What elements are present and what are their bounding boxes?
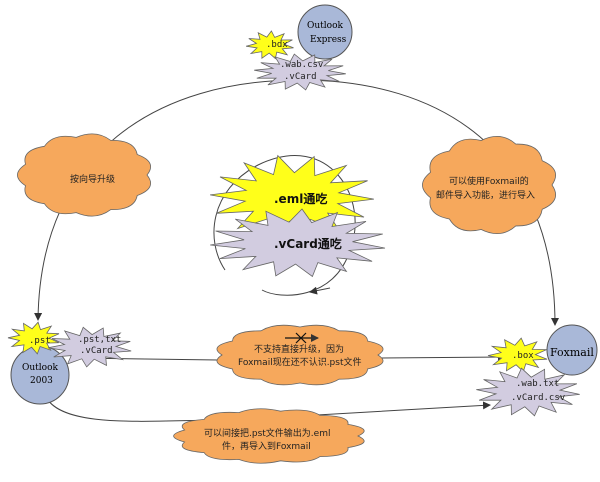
bursts — [7, 30, 580, 417]
arc-express-to-foxmail — [299, 79, 559, 326]
foxmail-title: Foxmail — [550, 346, 594, 359]
cloud-no-direct-2: Foxmail现在还不认识.pst文件 — [238, 356, 362, 368]
outlook-express-formats-2: .vCard — [284, 72, 317, 82]
outlook-express-burst-ext: .bdx — [266, 40, 288, 50]
outlook-express-circle — [297, 4, 353, 60]
burst-outlook-2003-formats — [47, 326, 132, 368]
outlook-express-title-2: Express — [310, 35, 347, 45]
burst-foxmail-box — [487, 337, 548, 373]
foxmail-circle — [546, 324, 598, 376]
outlook-2003-burst-ext: .pst — [29, 336, 51, 346]
burst-outlook-express-formats — [254, 53, 346, 91]
outlook-express-title-1: Outlook — [307, 21, 344, 31]
arc-express-to-2003 — [34, 79, 301, 321]
outlook-2003-title-1: Outlook — [22, 363, 59, 373]
cloud-export-eml-2: 件，再导入到Foxmail — [222, 440, 311, 452]
burst-outlook-express-bdx — [245, 30, 294, 60]
blocked-x-icon — [285, 332, 319, 344]
cloud-upgrade — [17, 133, 151, 217]
orbit-arrow — [309, 286, 331, 295]
foxmail-formats-2: .vCard.csv — [511, 393, 565, 403]
outlook-2003-formats-2: .vCard — [80, 346, 113, 356]
burst-center-vcard — [210, 208, 386, 278]
cloud-no-direct — [216, 324, 384, 386]
outlook-2003-title-2: 2003 — [30, 376, 53, 386]
center-eml-label: .eml通吃 — [274, 191, 327, 206]
outlook-express-formats-1: .wab.csv — [280, 60, 323, 70]
clouds — [17, 133, 556, 464]
burst-outlook-2003-pst — [7, 321, 60, 355]
cloud-foxmail-import — [422, 136, 556, 234]
cloud-export-eml-1: 可以间接把.pst文件输出为.eml — [204, 427, 330, 439]
cloud-export-eml — [173, 408, 365, 464]
burst-foxmail-formats — [476, 367, 580, 417]
foxmail-formats-1: .wab.txt — [516, 379, 559, 389]
cloud-upgrade-text: 按向导升级 — [70, 173, 115, 185]
foxmail-burst-ext: .box — [512, 351, 534, 361]
center-vcard-label: .vCard通吃 — [274, 236, 342, 251]
cloud-no-direct-1: 不支持直接升级，因为 — [254, 343, 344, 355]
cloud-foxmail-import-1: 可以使用Foxmail的 — [449, 175, 529, 187]
cloud-foxmail-import-2: 邮件导入功能，进行导入 — [436, 189, 535, 201]
outlook-2003-formats-1: .pst,txt — [78, 335, 121, 345]
